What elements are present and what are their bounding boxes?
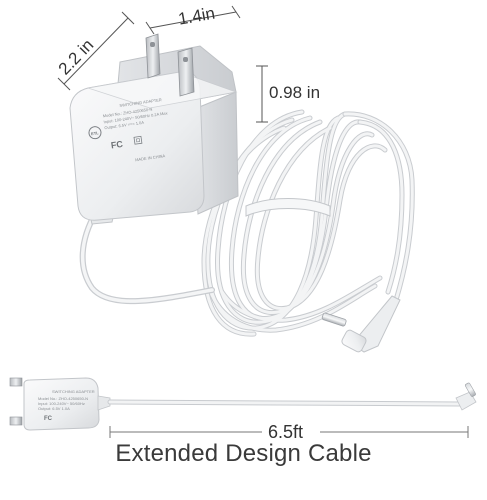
svg-text:SWITCHING ADAPTER: SWITCHING ADAPTER xyxy=(52,389,95,394)
dimension-prong xyxy=(256,65,268,123)
cable-tie xyxy=(245,198,331,217)
svg-text:Model No.: ZHO-4250650-N: Model No.: ZHO-4250650-N xyxy=(38,396,88,401)
svg-text:Output: 6.5V 1.0A: Output: 6.5V 1.0A xyxy=(38,406,70,411)
plug-prongs xyxy=(145,33,195,97)
dimension-height xyxy=(57,11,135,91)
side-view-adapter: SWITCHING ADAPTER Model No.: ZHO-4250650… xyxy=(9,377,111,431)
dimension-width xyxy=(145,5,241,35)
svg-text:Input: 100-240V~ 50/60Hz: Input: 100-240V~ 50/60Hz xyxy=(38,401,85,406)
side-view-cable xyxy=(107,399,463,407)
adapter-body xyxy=(69,45,239,221)
adapter-label: SWITCHING ADAPTER Model No.: ZHO-4250650… xyxy=(88,97,168,162)
adapter-label-line: Output: 6.5V === 1.0A xyxy=(104,120,145,131)
dc-connector xyxy=(321,295,401,353)
cable-length-label: 6.5ft xyxy=(268,422,303,442)
prong-label: 0.98 in xyxy=(269,83,320,102)
svg-text:ETL: ETL xyxy=(91,130,100,136)
lead-cable xyxy=(79,209,215,305)
adapter-label-title: SWITCHING ADAPTER xyxy=(119,97,162,108)
adapter-label-line: Model No.: ZHO-4250650-N xyxy=(102,106,152,118)
width-label: 1.4in xyxy=(177,4,217,29)
side-view-connector xyxy=(455,382,477,411)
adapter-label-line: MADE IN CHINA xyxy=(135,153,166,162)
class-ii-icon xyxy=(133,135,143,145)
fcc-mark-icon: FC xyxy=(110,139,124,151)
caption: Extended Design Cable xyxy=(115,440,372,467)
svg-text:FC: FC xyxy=(44,416,53,422)
etl-mark-icon xyxy=(88,126,102,140)
